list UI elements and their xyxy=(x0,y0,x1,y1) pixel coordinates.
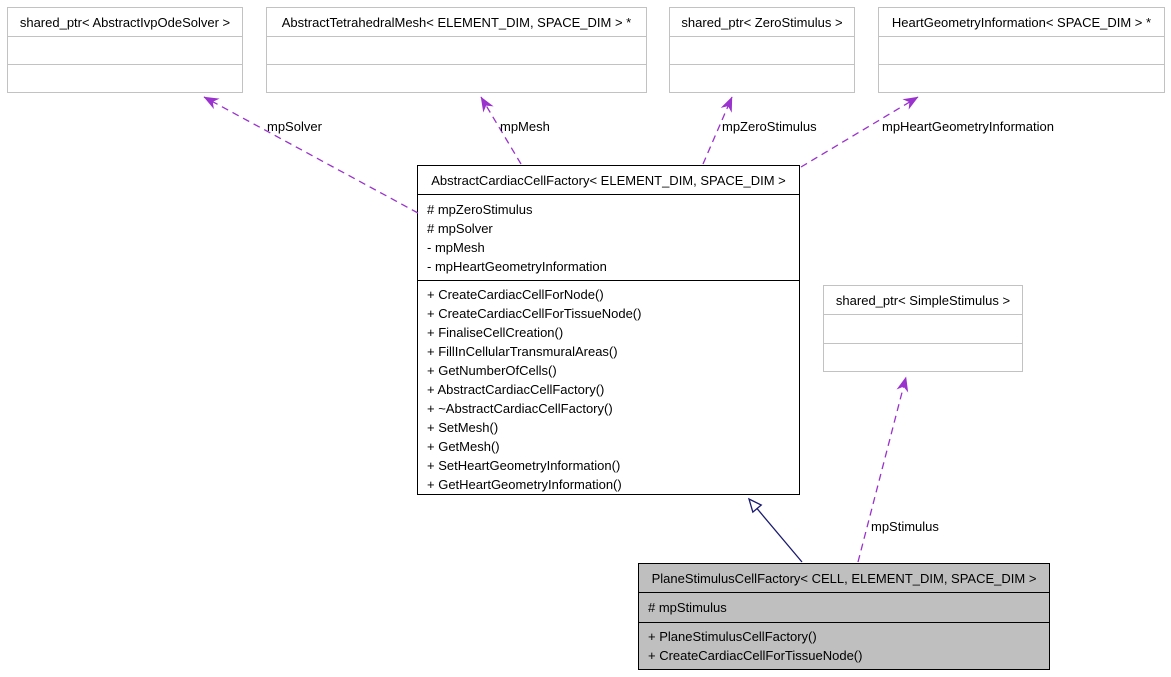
class-title: shared_ptr< SimpleStimulus > xyxy=(824,286,1022,315)
class-title: PlaneStimulusCellFactory< CELL, ELEMENT_… xyxy=(639,564,1049,593)
attribute: # mpSolver xyxy=(427,221,493,236)
attributes-compartment-empty xyxy=(8,37,242,65)
attributes-compartment-empty xyxy=(824,315,1022,344)
attribute: - mpMesh xyxy=(427,240,485,255)
attributes-compartment-empty xyxy=(879,37,1164,65)
methods-compartment-empty xyxy=(879,65,1164,92)
attributes-compartment-empty xyxy=(670,37,854,65)
method: + SetMesh() xyxy=(427,419,499,435)
class-box-plane-stimulus-cell-factory: PlaneStimulusCellFactory< CELL, ELEMENT_… xyxy=(638,563,1050,670)
attribute: # mpZeroStimulus xyxy=(427,202,533,217)
method: + CreateCardiacCellForNode() xyxy=(427,286,604,302)
usage-edge-mp-solver xyxy=(203,96,419,214)
methods-compartment: + PlaneStimulusCellFactory() + CreateCar… xyxy=(639,623,1049,669)
edge-label-mp-zero-stimulus: mpZeroStimulus xyxy=(722,119,817,134)
class-box-shared-ptr-simple-stimulus[interactable]: shared_ptr< SimpleStimulus > xyxy=(823,285,1023,372)
method: + GetNumberOfCells() xyxy=(427,362,557,378)
methods-compartment-empty xyxy=(824,344,1022,372)
methods-compartment: + CreateCardiacCellForNode() + CreateCar… xyxy=(418,281,799,494)
class-title: shared_ptr< ZeroStimulus > xyxy=(670,8,854,37)
edge-label-mp-stimulus: mpStimulus xyxy=(871,519,939,534)
class-box-shared-ptr-abstract-ivp-ode-solver[interactable]: shared_ptr< AbstractIvpOdeSolver > xyxy=(7,7,243,93)
method: + PlaneStimulusCellFactory() xyxy=(648,629,817,644)
method: + AbstractCardiacCellFactory() xyxy=(427,381,605,397)
attributes-compartment-empty xyxy=(267,37,646,65)
methods-compartment-empty xyxy=(8,65,242,92)
method: + CreateCardiacCellForTissueNode() xyxy=(648,648,863,663)
usage-edge-mp-stimulus xyxy=(857,376,909,563)
methods-compartment-empty xyxy=(670,65,854,92)
attributes-compartment: # mpZeroStimulus # mpSolver - mpMesh - m… xyxy=(418,195,799,281)
method: + FillInCellularTransmuralAreas() xyxy=(427,343,618,359)
class-title: HeartGeometryInformation< SPACE_DIM > * xyxy=(879,8,1164,37)
class-title: shared_ptr< AbstractIvpOdeSolver > xyxy=(8,8,242,37)
edge-label-mp-solver: mpSolver xyxy=(267,119,322,134)
class-box-heart-geometry-information[interactable]: HeartGeometryInformation< SPACE_DIM > * xyxy=(878,7,1165,93)
method: + SetHeartGeometryInformation() xyxy=(427,457,621,473)
inheritance-edge-plane-stimulus-to-abstract xyxy=(747,497,803,563)
class-title: AbstractCardiacCellFactory< ELEMENT_DIM,… xyxy=(418,166,799,195)
attribute: - mpHeartGeometryInformation xyxy=(427,259,607,274)
class-box-abstract-cardiac-cell-factory[interactable]: AbstractCardiacCellFactory< ELEMENT_DIM,… xyxy=(417,165,800,495)
class-box-abstract-tetrahedral-mesh[interactable]: AbstractTetrahedralMesh< ELEMENT_DIM, SP… xyxy=(266,7,647,93)
method: + GetHeartGeometryInformation() xyxy=(427,476,622,492)
class-title: AbstractTetrahedralMesh< ELEMENT_DIM, SP… xyxy=(267,8,646,37)
attributes-compartment: # mpStimulus xyxy=(639,593,1049,623)
method: + FinaliseCellCreation() xyxy=(427,324,564,340)
edge-label-mp-heart-geometry-information: mpHeartGeometryInformation xyxy=(882,119,1054,134)
edge-label-mp-mesh: mpMesh xyxy=(500,119,550,134)
method: + GetMesh() xyxy=(427,438,500,454)
method: + CreateCardiacCellForTissueNode() xyxy=(427,305,642,321)
methods-compartment-empty xyxy=(267,65,646,92)
attribute: # mpStimulus xyxy=(648,600,727,615)
class-box-shared-ptr-zero-stimulus[interactable]: shared_ptr< ZeroStimulus > xyxy=(669,7,855,93)
method: + ~AbstractCardiacCellFactory() xyxy=(427,400,613,416)
